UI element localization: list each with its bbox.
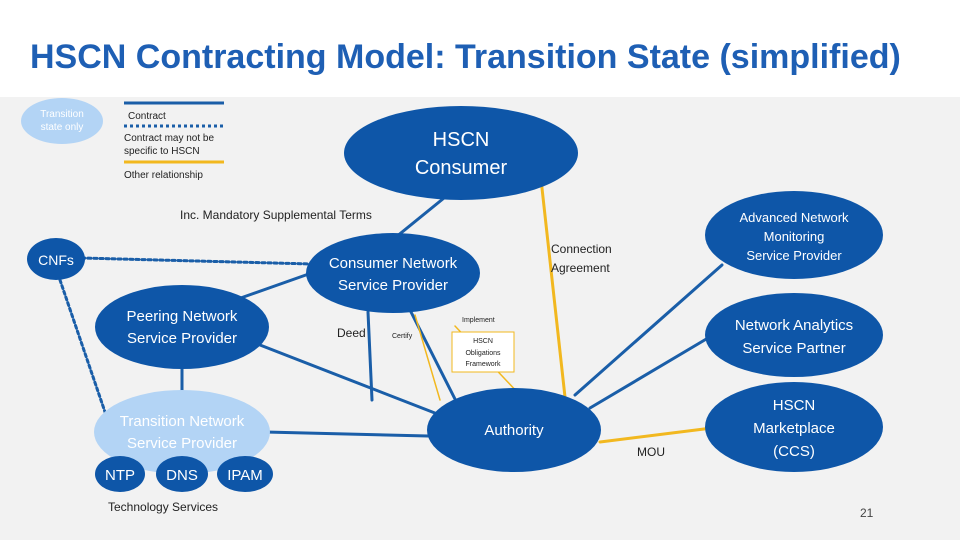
hscn-marketplace-line-1: HSCN [773,397,816,414]
ipam-shape [217,456,273,492]
legend-dotted-label-2: specific to HSCN [124,146,200,157]
obligations-framework-shape [451,331,515,373]
connection-agreement-line-1: Connection [551,242,612,256]
network-analytics-shape [705,293,883,377]
network-analytics-line-2: Service Partner [742,340,845,357]
certify-label: Certify [392,333,413,340]
legend-other-label: Other relationship [124,170,203,181]
transition-nsp-line-1: Transition Network [120,413,245,430]
contract-line-deed [366,310,374,402]
advanced-monitoring-line-1: Advanced Network [739,210,849,225]
ipam-label: IPAM [227,467,263,484]
contract-line-peering-to-consumer-nsp [233,268,322,302]
transition-nsp-line-2: Service Provider [127,435,237,452]
dns-shape [156,456,208,492]
hscn-marketplace-line-2: Marketplace [753,420,835,437]
mandatory-terms-label: Inc. Mandatory Supplemental Terms [180,208,372,222]
consumer-nsp-line-1: Consumer Network [329,255,458,272]
node-consumer-nsp: Consumer Network Service Provider [306,233,480,313]
advanced-monitoring-line-2: Monitoring [764,229,825,244]
contract-line-authority-to-monitoring [573,263,724,397]
implement-label: Implement [462,317,495,324]
node-hscn-marketplace: HSCN Marketplace (CCS) [705,382,883,472]
dotted-line-cnfs-to-transition [58,278,107,414]
other-line-mou [598,426,714,444]
node-transition-nsp: Transition Network Service Provider [94,390,270,474]
transition-badge-line-2: state only [41,122,84,133]
cnfs-shape [27,238,85,280]
advanced-monitoring-line-3: Service Provider [746,248,842,263]
node-peering-nsp: Peering Network Service Provider [95,285,269,369]
legend-dotted-label-1: Contract may not be [124,133,214,144]
node-hscn-consumer: HSCN Consumer [344,106,578,200]
deed-label: Deed [337,326,366,340]
obligations-framework-line-3: Framework [465,361,501,368]
node-cnfs: CNFs [27,238,85,280]
ntp-shape [95,456,145,492]
peering-nsp-line-2: Service Provider [127,330,237,347]
peering-nsp-line-1: Peering Network [127,308,238,325]
ntp-label: NTP [105,467,135,484]
peering-nsp-shape [95,285,269,369]
node-advanced-monitoring: Advanced Network Monitoring Service Prov… [705,191,883,279]
connection-agreement-line-2: Agreement [551,261,610,275]
mou-label: MOU [637,445,665,459]
transition-nsp-shape [94,390,270,474]
transition-badge-line-1: Transition [40,109,84,120]
hscn-consumer-line-1: HSCN [433,129,490,151]
technology-services-label: Technology Services [108,500,218,514]
consumer-nsp-line-2: Service Provider [338,277,448,294]
legend-contract-label: Contract [128,111,166,122]
dotted-line-cnfs-to-consumer-nsp [80,256,314,266]
connections [58,168,724,444]
node-authority: Authority [427,388,601,472]
contract-line-peering-to-authority [258,343,442,417]
obligations-framework-box: HSCN Obligations Framework [451,331,515,373]
edge-labels: Inc. Mandatory Supplemental Terms Connec… [108,208,665,514]
node-network-analytics: Network Analytics Service Partner [705,293,883,377]
contract-line-authority-to-analytics [588,336,710,410]
other-line-connection-agreement [538,168,567,399]
advanced-monitoring-shape [705,191,883,279]
title-bar [0,0,960,97]
slide-title: HSCN Contracting Model: Transition State… [30,38,901,76]
obligations-framework-line-2: Obligations [465,350,501,357]
hscn-marketplace-line-3: (CCS) [773,443,815,460]
dns-label: DNS [166,467,198,484]
authority-shape [427,388,601,472]
consumer-nsp-shape [306,233,480,313]
other-line-certify [414,314,441,401]
hscn-marketplace-shape [705,382,883,472]
transition-state-badge [21,98,103,144]
authority-label: Authority [484,422,544,439]
legend: Transition state only Contract Contract … [21,98,224,181]
cnfs-label: CNFs [38,252,74,268]
network-analytics-line-1: Network Analytics [735,317,853,334]
node-technology-services: NTP DNS IPAM [95,456,273,492]
contract-line-transition-to-authority [263,430,430,438]
page-number: 21 [860,506,874,520]
hscn-consumer-line-2: Consumer [415,157,508,179]
hscn-consumer-shape [344,106,578,200]
obligations-framework-line-1: HSCN [473,338,493,345]
